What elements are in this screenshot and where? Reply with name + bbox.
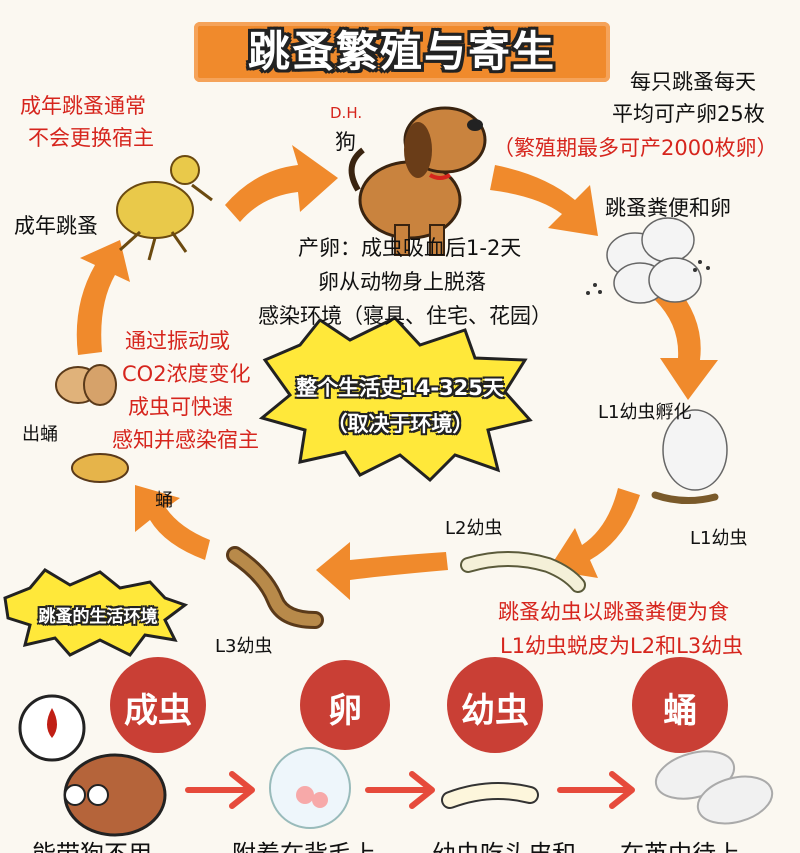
dog-name: 狗 xyxy=(335,130,356,154)
l1-hatch-label: L1幼虫孵化 xyxy=(598,402,692,423)
bottom-arrow-2 xyxy=(365,771,435,809)
feces-eggs-label: 跳蚤粪便和卵 xyxy=(605,196,731,220)
l1-larva-icon xyxy=(651,491,719,504)
stage-badges xyxy=(110,657,728,753)
larva-note-line1: 跳蚤幼虫以跳蚤粪便为食 xyxy=(498,600,729,624)
cycle-arrow-4 xyxy=(548,488,640,578)
l2-label: L2幼虫 xyxy=(445,518,503,539)
pupa-icon xyxy=(71,453,129,483)
caption-pupa: 在茧中待上 xyxy=(620,834,740,853)
cycle-arrow-6 xyxy=(135,485,210,560)
environment-starburst xyxy=(3,568,189,657)
adult-flea-icon xyxy=(116,155,213,261)
cycle-arrow-1 xyxy=(225,145,338,222)
lifespan-starburst xyxy=(258,316,533,483)
egg-rate-line1: 每只跳蚤每天 xyxy=(630,70,756,94)
bottom-arrow-1 xyxy=(185,771,255,809)
cycle-arrow-2 xyxy=(490,165,598,236)
page-title: 跳蚤繁殖与寄生 xyxy=(247,27,556,76)
emerge-note-line2: CO2浓度变化 xyxy=(122,362,251,386)
title-banner xyxy=(194,22,610,82)
bottom-pupa-icon xyxy=(654,750,774,825)
cycle-arrow-3 xyxy=(655,285,718,400)
dog-owner-label: D.H. xyxy=(330,104,363,122)
l3-larva-icon xyxy=(226,546,324,629)
adult-note-line2: 不会更换宿主 xyxy=(28,126,154,150)
stage-egg: 卵 xyxy=(328,691,362,731)
stage-adult: 成虫 xyxy=(124,691,192,731)
lifespan-line2: （取决于环境） xyxy=(326,412,474,436)
bottom-larva-icon xyxy=(441,782,539,809)
adult-flea-label: 成年跳蚤 xyxy=(14,214,98,238)
l1-label: L1幼虫 xyxy=(690,528,748,549)
laying-line1: 产卵：成虫吸血后1-2天 xyxy=(298,236,522,260)
stage-pupa: 蛹 xyxy=(663,691,697,731)
l1-egg-icon xyxy=(662,409,728,491)
emerge-note-line3: 成虫可快速 xyxy=(128,395,233,419)
environment-tag: 跳蚤的生活环境 xyxy=(38,607,158,627)
caption-egg: 附着在背毛上 xyxy=(232,834,376,853)
emerge-label: 出蛹 xyxy=(22,424,58,445)
emerge-note-line1: 通过振动或 xyxy=(125,329,230,353)
egg-rate-line2: 平均可产卵25枚 xyxy=(612,102,765,126)
pupa-label: 蛹 xyxy=(155,490,173,511)
caption-larva: 幼虫吃头皮和 xyxy=(432,834,576,853)
laying-line3: 感染环境（寝具、住宅、花园） xyxy=(258,304,552,328)
bottom-arrow-3 xyxy=(557,771,635,809)
caption-adult: 能带狗不用 xyxy=(32,834,152,853)
lifespan-line1: 整个生活史14-325天 xyxy=(296,376,504,400)
bottom-egg-icon xyxy=(269,747,351,829)
larva-note-line2: L1幼虫蜕皮为L2和L3幼虫 xyxy=(500,634,744,658)
l3-label: L3幼虫 xyxy=(215,636,273,657)
bottom-flea-icon xyxy=(18,694,167,837)
adult-note-line1: 成年跳蚤通常 xyxy=(20,94,146,118)
eggs-feces-icon xyxy=(606,217,702,304)
dog-icon xyxy=(348,106,487,256)
cycle-arrow-5 xyxy=(316,542,448,600)
cycle-arrow-7 xyxy=(76,240,130,355)
emerge-note-line4: 感知并感染宿主 xyxy=(112,428,259,452)
stage-larva: 幼虫 xyxy=(461,691,529,731)
egg-rate-line3: （繁殖期最多可产2000枚卵） xyxy=(493,136,778,160)
emerging-flea-icon xyxy=(55,364,117,406)
laying-line2: 卵从动物身上脱落 xyxy=(318,270,486,294)
